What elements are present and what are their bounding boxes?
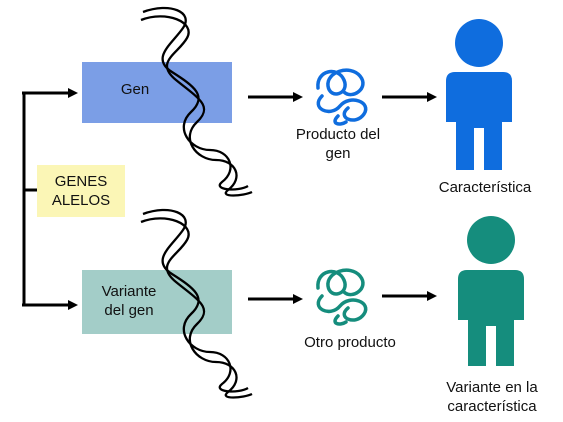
- flow-arrows: [248, 92, 437, 304]
- alleles-label-line2: ALELOS: [51, 192, 111, 209]
- alleles-box: [37, 165, 125, 217]
- gene-label: Gen: [120, 81, 150, 98]
- alleles-label: GENES ALELOS: [37, 172, 125, 210]
- variant-gene-label-line1: Variante: [101, 283, 157, 300]
- variant-gene-label-line2: del gen: [104, 302, 154, 319]
- alleles-label-line1: GENES: [54, 173, 108, 190]
- product-label-line2: gen: [325, 145, 351, 162]
- variant-gene-box: [82, 270, 232, 334]
- variant-trait-label: Variante en la característica: [422, 378, 562, 416]
- product-label: Producto del gen: [268, 125, 408, 163]
- gene-box: [82, 62, 232, 123]
- protein-product-bottom: [316, 268, 368, 326]
- protein-product-top: [316, 68, 368, 126]
- variant-trait-label-line2: característica: [447, 398, 537, 415]
- dna-helix-top: [140, 6, 253, 197]
- variant-trait-label-line1: Variante en la: [446, 379, 538, 396]
- branch-bracket: [22, 88, 78, 310]
- variant-gene-label: Variante del gen: [84, 282, 174, 320]
- other-product-label: Otro producto: [304, 334, 396, 351]
- dna-helix-bottom: [140, 208, 253, 399]
- trait-label: Característica: [438, 179, 532, 196]
- person-figure-top: [446, 19, 512, 170]
- product-label-line1: Producto del: [295, 126, 381, 143]
- person-figure-bottom: [458, 216, 524, 366]
